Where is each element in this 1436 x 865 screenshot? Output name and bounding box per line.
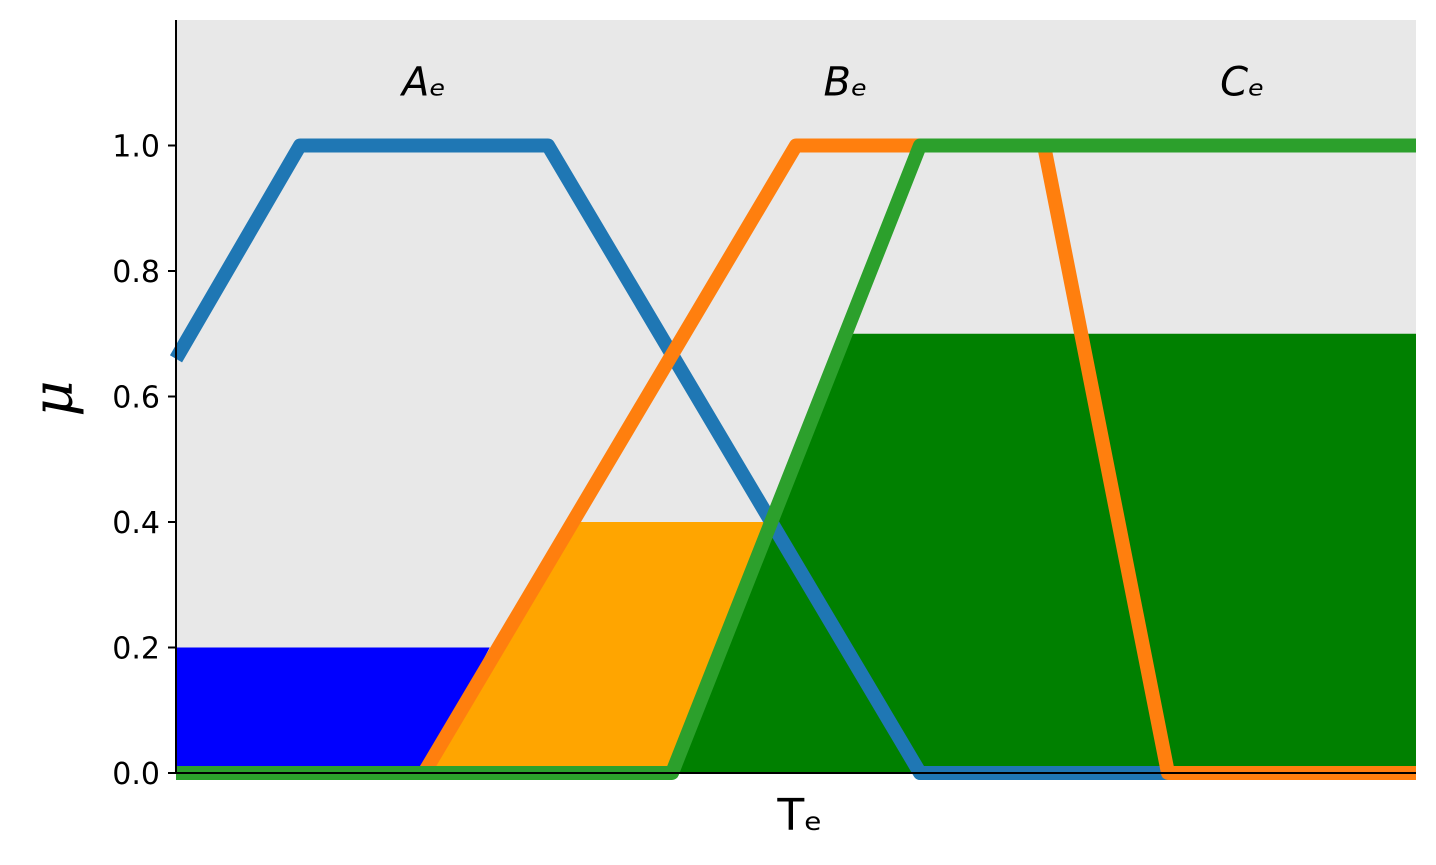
x-axis-title: Tₑ [776,790,822,841]
fill-region-0 [176,647,490,773]
y-tick-label: 0.0 [112,757,160,792]
y-tick-label: 1.0 [112,130,160,165]
y-axis-title: μ [21,380,86,416]
y-tick-label: 0.8 [112,255,160,290]
y-tick-label: 0.4 [112,506,160,541]
y-tick-label: 0.2 [112,632,160,667]
y-ticks: 0.0 0.2 0.4 0.6 0.8 1.0 [112,130,176,792]
series-label-2: Cₑ [1220,59,1265,105]
series-label-0: Aₑ [399,59,446,105]
series-label-1: Bₑ [824,59,868,105]
y-tick-label: 0.6 [112,381,160,416]
series-labels: Aₑ Bₑ Cₑ [399,59,1265,105]
fill-region-1 [424,522,772,773]
